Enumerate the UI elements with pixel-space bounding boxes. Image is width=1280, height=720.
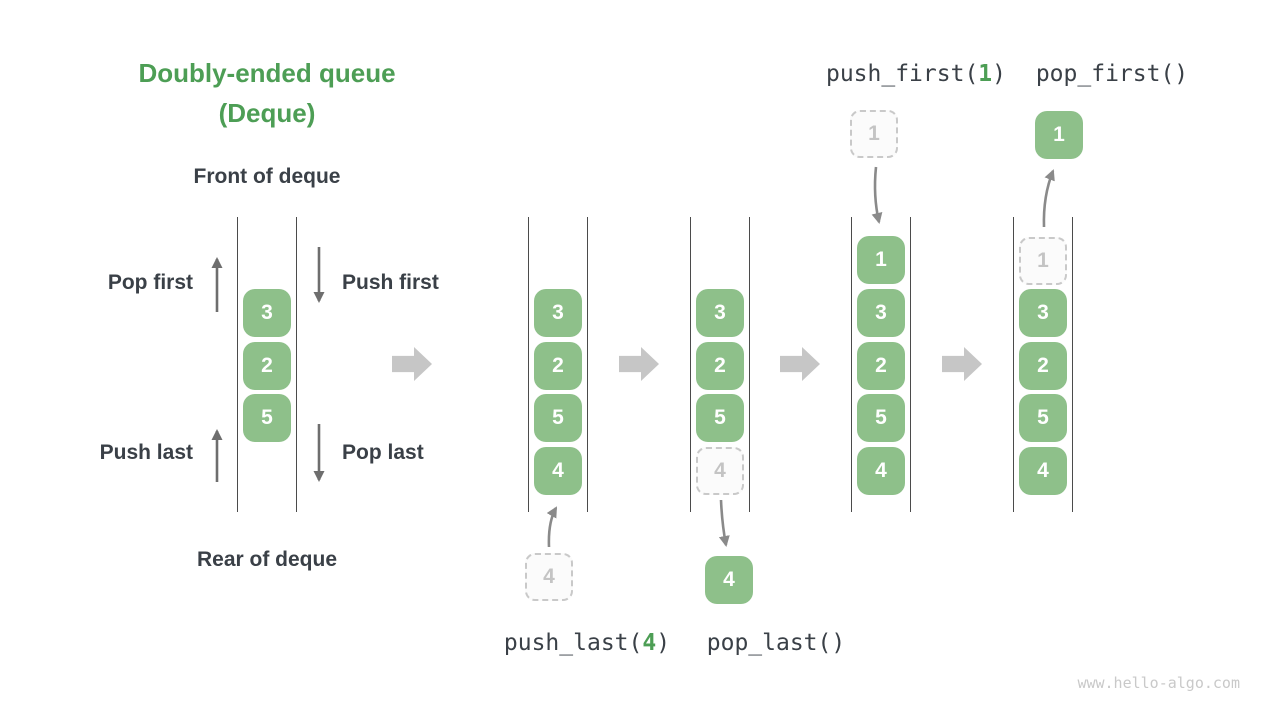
queue-cell: 4: [857, 447, 905, 495]
incoming-element-ghost: 1: [850, 110, 898, 158]
queue-cell: 1: [857, 236, 905, 284]
op-text: pop_last(): [706, 630, 846, 656]
queue-cell: 5: [696, 394, 744, 442]
queue-walls-after-pop-last: [690, 217, 750, 512]
removed-element-ghost: 1: [1019, 237, 1067, 285]
state-transition-arrow-icon: [780, 347, 820, 381]
queue-walls-after-push-last: [528, 217, 588, 512]
op-text: ): [992, 61, 1007, 87]
incoming-element-ghost: 4: [525, 553, 573, 601]
queue-cell: 2: [243, 342, 291, 390]
queue-cell: 2: [534, 342, 582, 390]
push-last-transfer-arrow-icon: [546, 506, 558, 548]
queue-cell: 3: [696, 289, 744, 337]
queue-cell: 4: [1019, 447, 1067, 495]
queue-cell: 3: [534, 289, 582, 337]
pop-first-label: Pop first: [107, 271, 193, 294]
push-first-transfer-arrow-icon: [871, 166, 883, 224]
op-label-pop-last: pop_last(): [626, 630, 926, 656]
state-transition-arrow-icon: [619, 347, 659, 381]
queue-cell: 2: [1019, 342, 1067, 390]
watermark: www.hello-algo.com: [1077, 674, 1240, 692]
queue-cell: 5: [534, 394, 582, 442]
queue-walls-after-pop-first: [1013, 217, 1073, 512]
page-title-line2: (Deque): [218, 98, 316, 128]
rear-of-deque-label: Rear of deque: [196, 548, 338, 571]
queue-cell: 2: [696, 342, 744, 390]
page-title-line1: Doubly-ended queue: [138, 58, 396, 88]
op-label-pop-first: pop_first(): [962, 61, 1262, 87]
front-of-deque-label: Front of deque: [193, 165, 341, 188]
push-first-label: Push first: [342, 271, 439, 294]
queue-cell: 3: [1019, 289, 1067, 337]
op-text: push_first(: [825, 61, 979, 87]
queue-cell: 5: [243, 394, 291, 442]
state-transition-arrow-icon: [942, 347, 982, 381]
queue-cell: 3: [857, 289, 905, 337]
queue-cell: 4: [534, 447, 582, 495]
op-arg: 1: [978, 61, 993, 87]
state-transition-arrow-icon: [392, 347, 432, 381]
op-arg: 4: [642, 630, 657, 656]
op-text: pop_first(): [1035, 61, 1189, 87]
page-title: Doubly-ended queue (Deque): [67, 53, 467, 133]
push-last-label: Push last: [99, 441, 193, 464]
op-label-push-first: push_first(1): [766, 61, 1066, 87]
queue-cell: 2: [857, 342, 905, 390]
op-text: ): [656, 630, 671, 656]
removed-element-ghost: 4: [696, 447, 744, 495]
popped-element: 1: [1035, 111, 1083, 159]
popped-element: 4: [705, 556, 753, 604]
queue-cell: 5: [1019, 394, 1067, 442]
queue-walls-initial: [237, 217, 297, 512]
op-text: push_last(: [503, 630, 643, 656]
queue-cell: 5: [857, 394, 905, 442]
queue-cell: 3: [243, 289, 291, 337]
op-label-push-last: push_last(4): [437, 630, 737, 656]
queue-walls-after-push-first: [851, 217, 911, 512]
pop-last-label: Pop last: [342, 441, 424, 464]
